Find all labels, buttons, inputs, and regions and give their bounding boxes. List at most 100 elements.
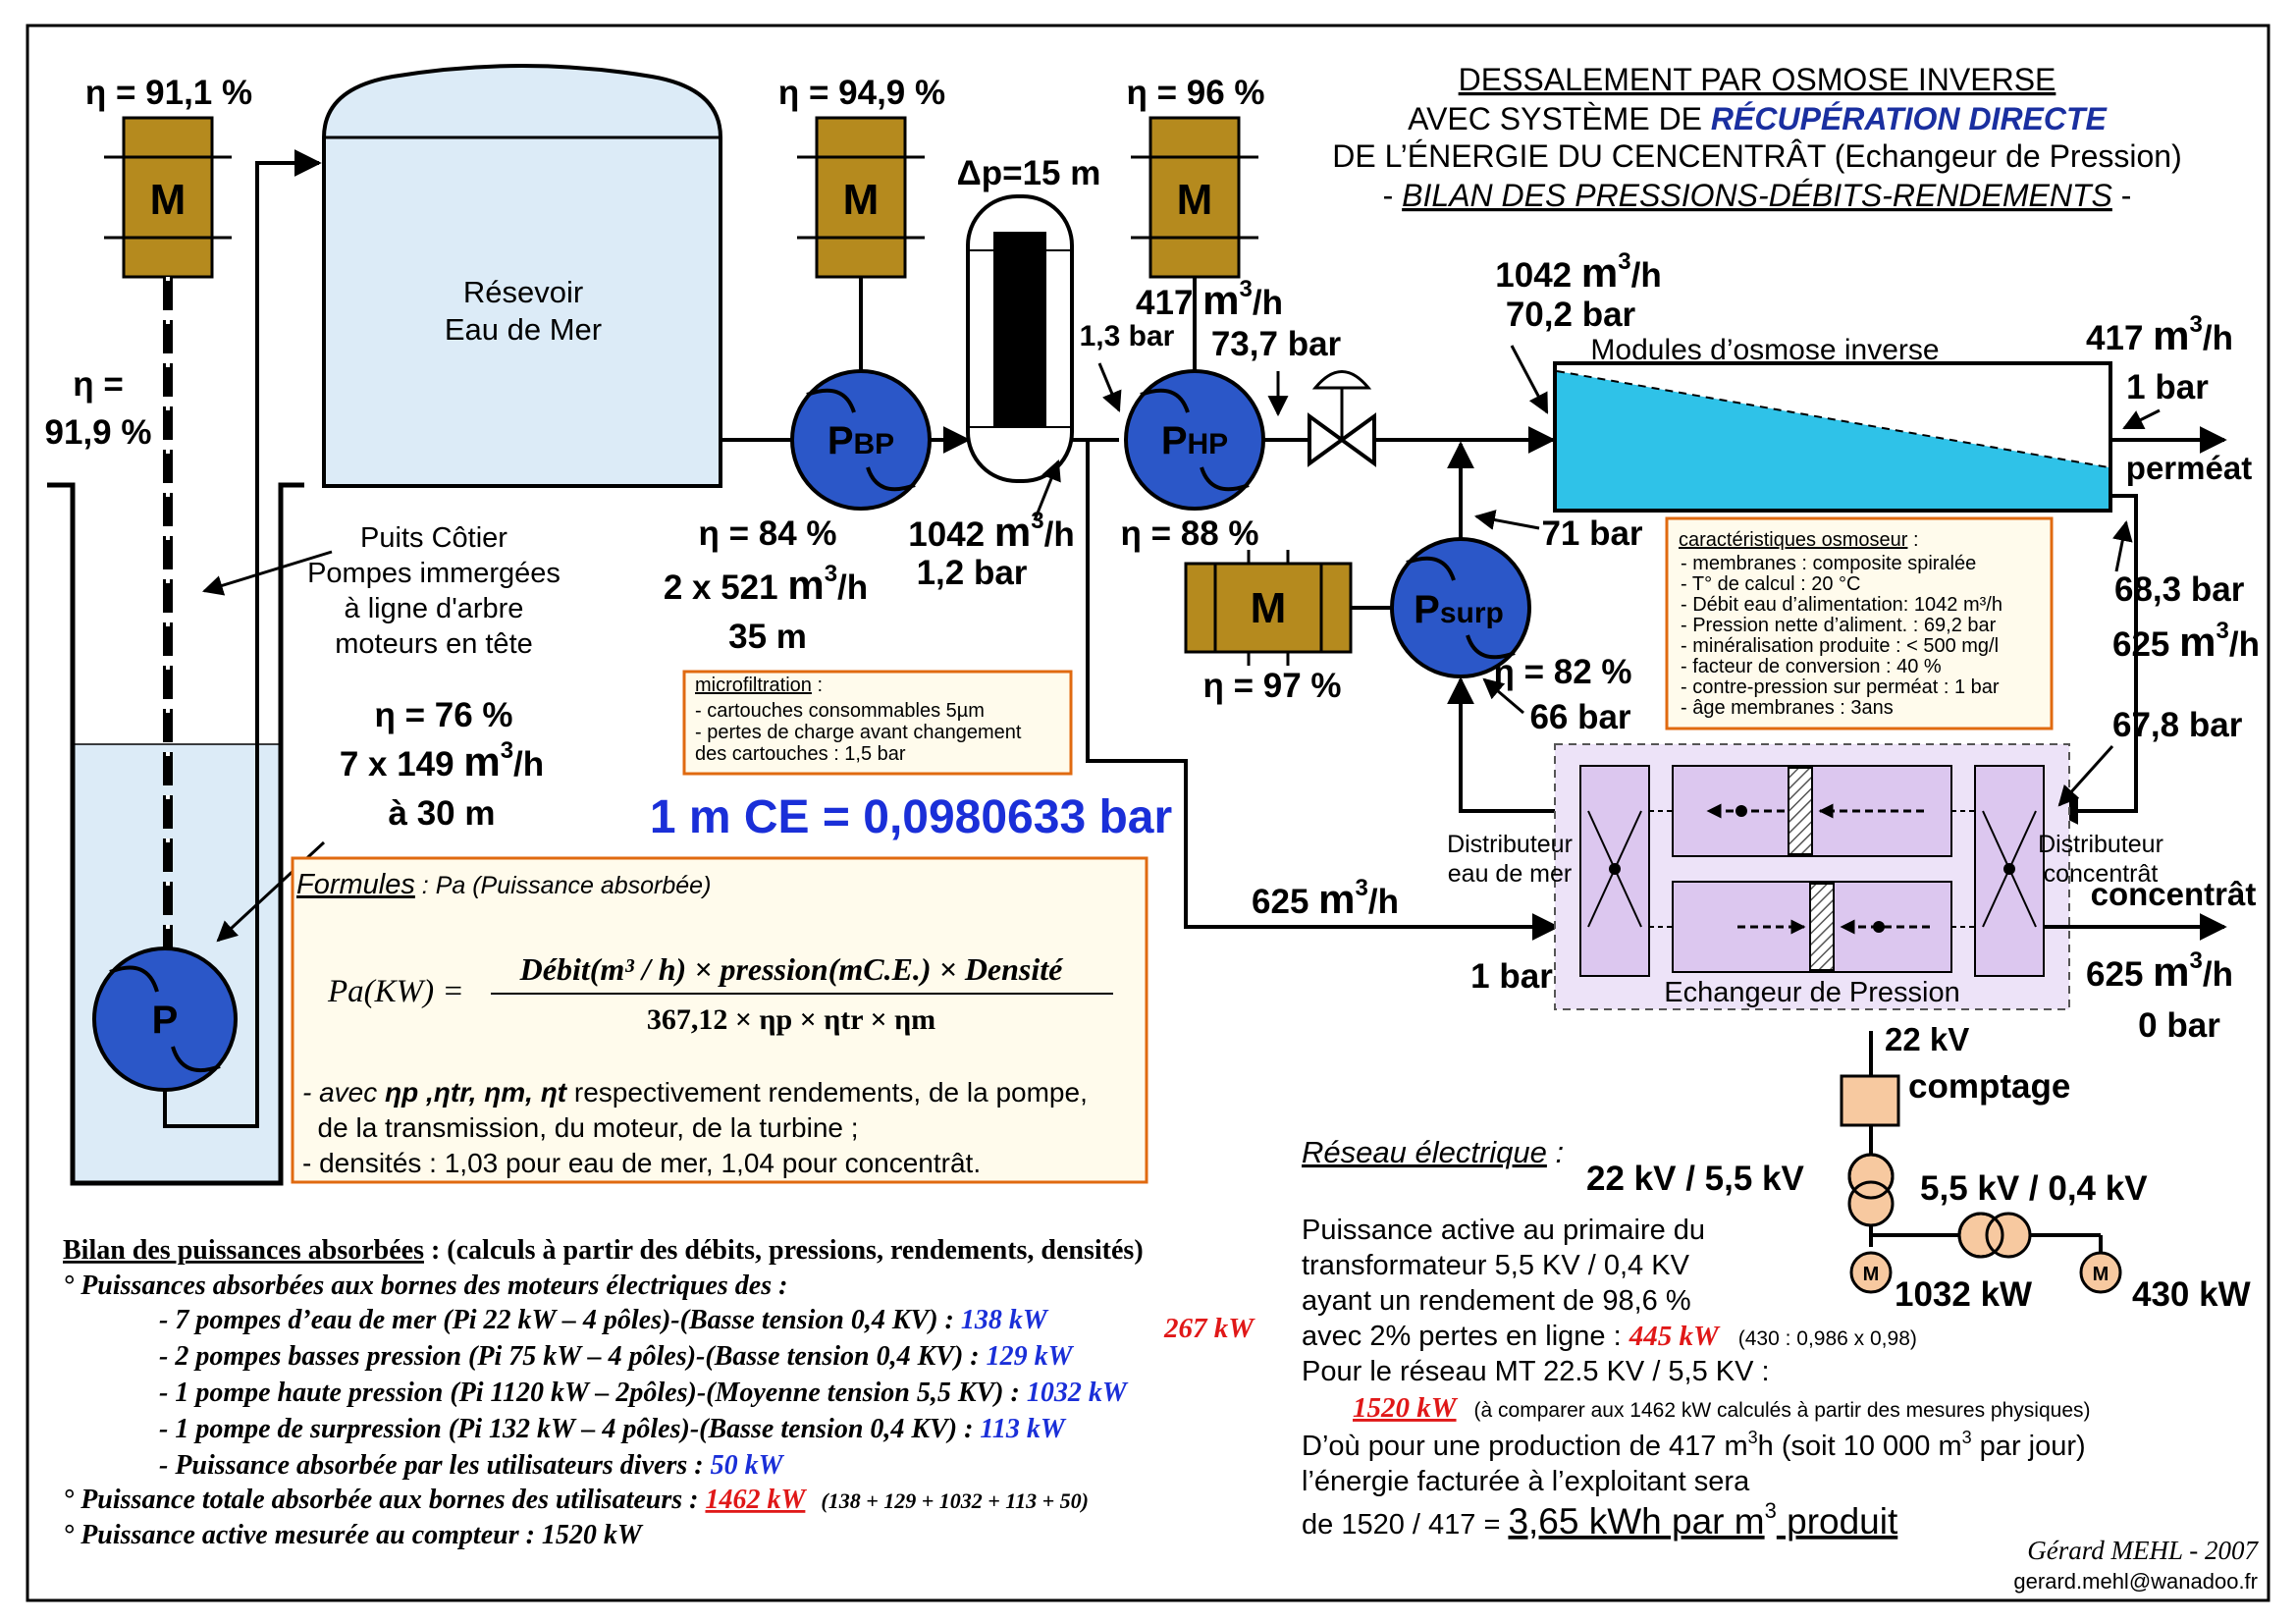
microfiltration-note: microfiltration : - cartouches consommab… bbox=[682, 670, 1073, 776]
shaft-eff-1: η = bbox=[73, 365, 124, 404]
network-line-4: avec 2% pertes en ligne : 445 kW(430 : 0… bbox=[1302, 1321, 1917, 1352]
membrane-in-flow: 1042 m3/h bbox=[1495, 248, 1661, 296]
signature-email: gerard.mehl@wanadoo.fr bbox=[2013, 1569, 2258, 1594]
concentrate-out-pressure: 0 bar bbox=[2138, 1006, 2220, 1045]
pump-hp-label: PHP bbox=[1161, 419, 1228, 462]
motor-hv-label: M bbox=[1863, 1264, 1880, 1285]
concentrate-out-flow: 625 m3/h bbox=[2086, 947, 2233, 995]
php-in-arrow bbox=[1097, 362, 1122, 412]
surp-eff: η = 82 % bbox=[1493, 653, 1631, 691]
pump-surp-label: Psurp bbox=[1414, 588, 1504, 631]
motor-well: M bbox=[104, 116, 232, 279]
ro-membranes: Modules d’osmose inverse 1042 m3/h 70,2 … bbox=[1495, 248, 2260, 825]
conc-pressure: 68,3 bar bbox=[2114, 570, 2245, 609]
well-label-3: à ligne d'arbre bbox=[345, 593, 524, 624]
network-line-2: transformateur 5,5 KV / 0,4 KV bbox=[1302, 1250, 1690, 1281]
osmoseur-note-item: - T° de calcul : 20 °C bbox=[1681, 573, 1860, 595]
title-line-4: - BILAN DES PRESSIONS-DÉBITS-RENDEMENTS … bbox=[1383, 178, 2132, 213]
conversion-factor: 1 m CE = 0,0980633 bar bbox=[650, 791, 1172, 843]
bilan-row: - Puissance absorbée par les utilisateur… bbox=[159, 1450, 785, 1481]
bilan-row: - 1 pompe haute pression (Pi 1120 kW – 2… bbox=[159, 1378, 1129, 1408]
filter-dp: Δp=15 m bbox=[957, 154, 1101, 192]
network-line-1: Puissance active au primaire du bbox=[1302, 1215, 1705, 1246]
pipe-filter-exchanger bbox=[1086, 440, 1560, 941]
osmoseur-note-item: - Pression nette d’aliment. : 69,2 bar bbox=[1681, 615, 1997, 636]
reservoir-label-1: Résevoir bbox=[463, 275, 583, 309]
micro-note-item: des cartouches : 1,5 bar bbox=[695, 743, 906, 765]
formula-line-3: - densités : 1,03 pour eau de mer, 1,04 … bbox=[302, 1148, 981, 1178]
motor-surp: M bbox=[1184, 550, 1353, 666]
motor-lv bbox=[2079, 1251, 2122, 1294]
shaft-eff-2: 91,9 % bbox=[45, 413, 152, 452]
reservoir-label-2: Eau de Mer bbox=[445, 312, 602, 347]
motor-surp-label: M bbox=[1251, 584, 1287, 632]
network-line-7: D’où pour une production de 417 m3h (soi… bbox=[1302, 1428, 2086, 1462]
tx1-coil-b bbox=[1847, 1180, 1895, 1227]
motor-well-eff: η = 91,1 % bbox=[85, 74, 252, 112]
well-system: M η = 91,1 % η = 91,9 % P Puits Côtier P… bbox=[45, 64, 722, 1186]
dist-conc-label-1: Distributeur bbox=[2038, 831, 2163, 858]
signature-name: Gérard MEHL - 2007 bbox=[2027, 1536, 2259, 1565]
conc-flow: 625 m3/h bbox=[2112, 618, 2260, 665]
page-frame bbox=[26, 24, 2270, 1602]
osmoseur-note-item: - minéralisation produite : < 500 mg/l bbox=[1681, 635, 1999, 657]
well-label-1: Puits Côtier bbox=[360, 522, 507, 554]
conc-pressure-arrow bbox=[2111, 519, 2133, 572]
bilan-subtotal: 267 kW bbox=[1163, 1313, 1255, 1344]
osmoseur-note-item: - contre-pression sur perméat : 1 bar bbox=[1681, 676, 2000, 698]
osmoseur-note-title: caractéristiques osmoseur : bbox=[1679, 529, 1919, 551]
network-line-9: de 1520 / 417 = 3,65 kWh par m3 produit bbox=[1302, 1498, 1898, 1541]
pump-bp-eff: η = 84 % bbox=[698, 514, 836, 553]
pipe-concentrate-exchanger bbox=[2051, 494, 2138, 825]
filter-flow: 1042 m3/h bbox=[908, 508, 1074, 555]
well-pump-flow: 7 x 149 m3/h bbox=[340, 737, 544, 784]
pump-bp: PBP bbox=[790, 369, 932, 511]
motor-hp-eff: η = 96 % bbox=[1126, 74, 1264, 112]
membrane-in-pressure: 70,2 bar bbox=[1506, 296, 1636, 334]
concentrate-out-label: concentrât bbox=[2091, 876, 2257, 912]
membrane-label: Modules d’osmose inverse bbox=[1590, 334, 1939, 366]
bilan-subtitle: ° Puissances absorbées aux bornes des mo… bbox=[63, 1271, 787, 1301]
motor-hp: M bbox=[1131, 116, 1258, 279]
motor-bp: M bbox=[797, 116, 925, 279]
osmoseur-note-item: - âge membranes : 3ans bbox=[1681, 697, 1894, 719]
tx2-coil-b bbox=[1985, 1212, 2032, 1259]
booster-system: M η = 97 % Psurp 71 bar η = 82 % 66 bar bbox=[1184, 441, 1643, 813]
cartridge-filter bbox=[966, 194, 1074, 483]
dist-conc-label-2: concentrât bbox=[2044, 860, 2159, 888]
exchanger-sea-in-pressure: 1 bar bbox=[1470, 957, 1553, 996]
well-pump: P bbox=[92, 946, 238, 1092]
bilan-row: - 1 pompe de surpression (Pi 132 kW – 4 … bbox=[159, 1414, 1067, 1444]
well-label-2: Pompes immergées bbox=[307, 558, 561, 589]
micro-note-title: microfiltration : bbox=[695, 675, 823, 696]
micro-note-item: - pertes de charge avant changement bbox=[695, 722, 1022, 743]
formula-lhs: Pa(KW) = bbox=[327, 974, 464, 1009]
exchanger-label: Echangeur de Pression bbox=[1664, 977, 1959, 1008]
bilan-row: - 2 pompes basses pression (Pi 75 kW – 4… bbox=[159, 1341, 1075, 1372]
pump-bp-head: 35 m bbox=[728, 618, 807, 656]
osmoseur-note-item: - Débit eau d’alimentation: 1042 m³/h bbox=[1681, 594, 2002, 616]
well-discharge-pipe bbox=[163, 149, 322, 1128]
exchanger-conc-in-arrow bbox=[2057, 744, 2114, 807]
main-line: M η = 94,9 % PBP η = 84 % 2 x 521 m3/h 3… bbox=[664, 74, 1560, 941]
metering-box bbox=[1840, 1074, 1900, 1127]
membrane-in-arrow bbox=[1510, 345, 1549, 414]
network-line-8: l’énergie facturée à l’exploitant sera bbox=[1302, 1466, 1750, 1497]
membrane-fill bbox=[1557, 371, 2109, 509]
pump-bp-flow: 2 x 521 m3/h bbox=[664, 561, 868, 608]
osmoseur-note-item: - facteur de conversion : 40 % bbox=[1681, 656, 1942, 677]
elec-load-lv: 430 kW bbox=[2132, 1275, 2251, 1314]
bilan-block: Bilan des puissances absorbées : (calcul… bbox=[63, 1235, 1255, 1550]
surp-in-arrow bbox=[1482, 677, 1524, 715]
exchanger-conc-in-pressure: 67,8 bar bbox=[2112, 706, 2243, 744]
formula-denominator: 367,12 × ηp × ηtr × ηm bbox=[647, 1003, 935, 1036]
pump-hp-eff: η = 88 % bbox=[1120, 514, 1258, 553]
well-walls bbox=[47, 482, 304, 1186]
permeate-pressure: 1 bar bbox=[2126, 368, 2209, 406]
pump-surp: Psurp bbox=[1390, 537, 1531, 678]
elec-tx1: 22 kV / 5,5 kV bbox=[1586, 1160, 1804, 1198]
formula-numerator: Débit(m³ / h) × pression(mC.E.) × Densit… bbox=[519, 951, 1065, 987]
surp-out-pressure: 71 bar bbox=[1541, 514, 1642, 553]
